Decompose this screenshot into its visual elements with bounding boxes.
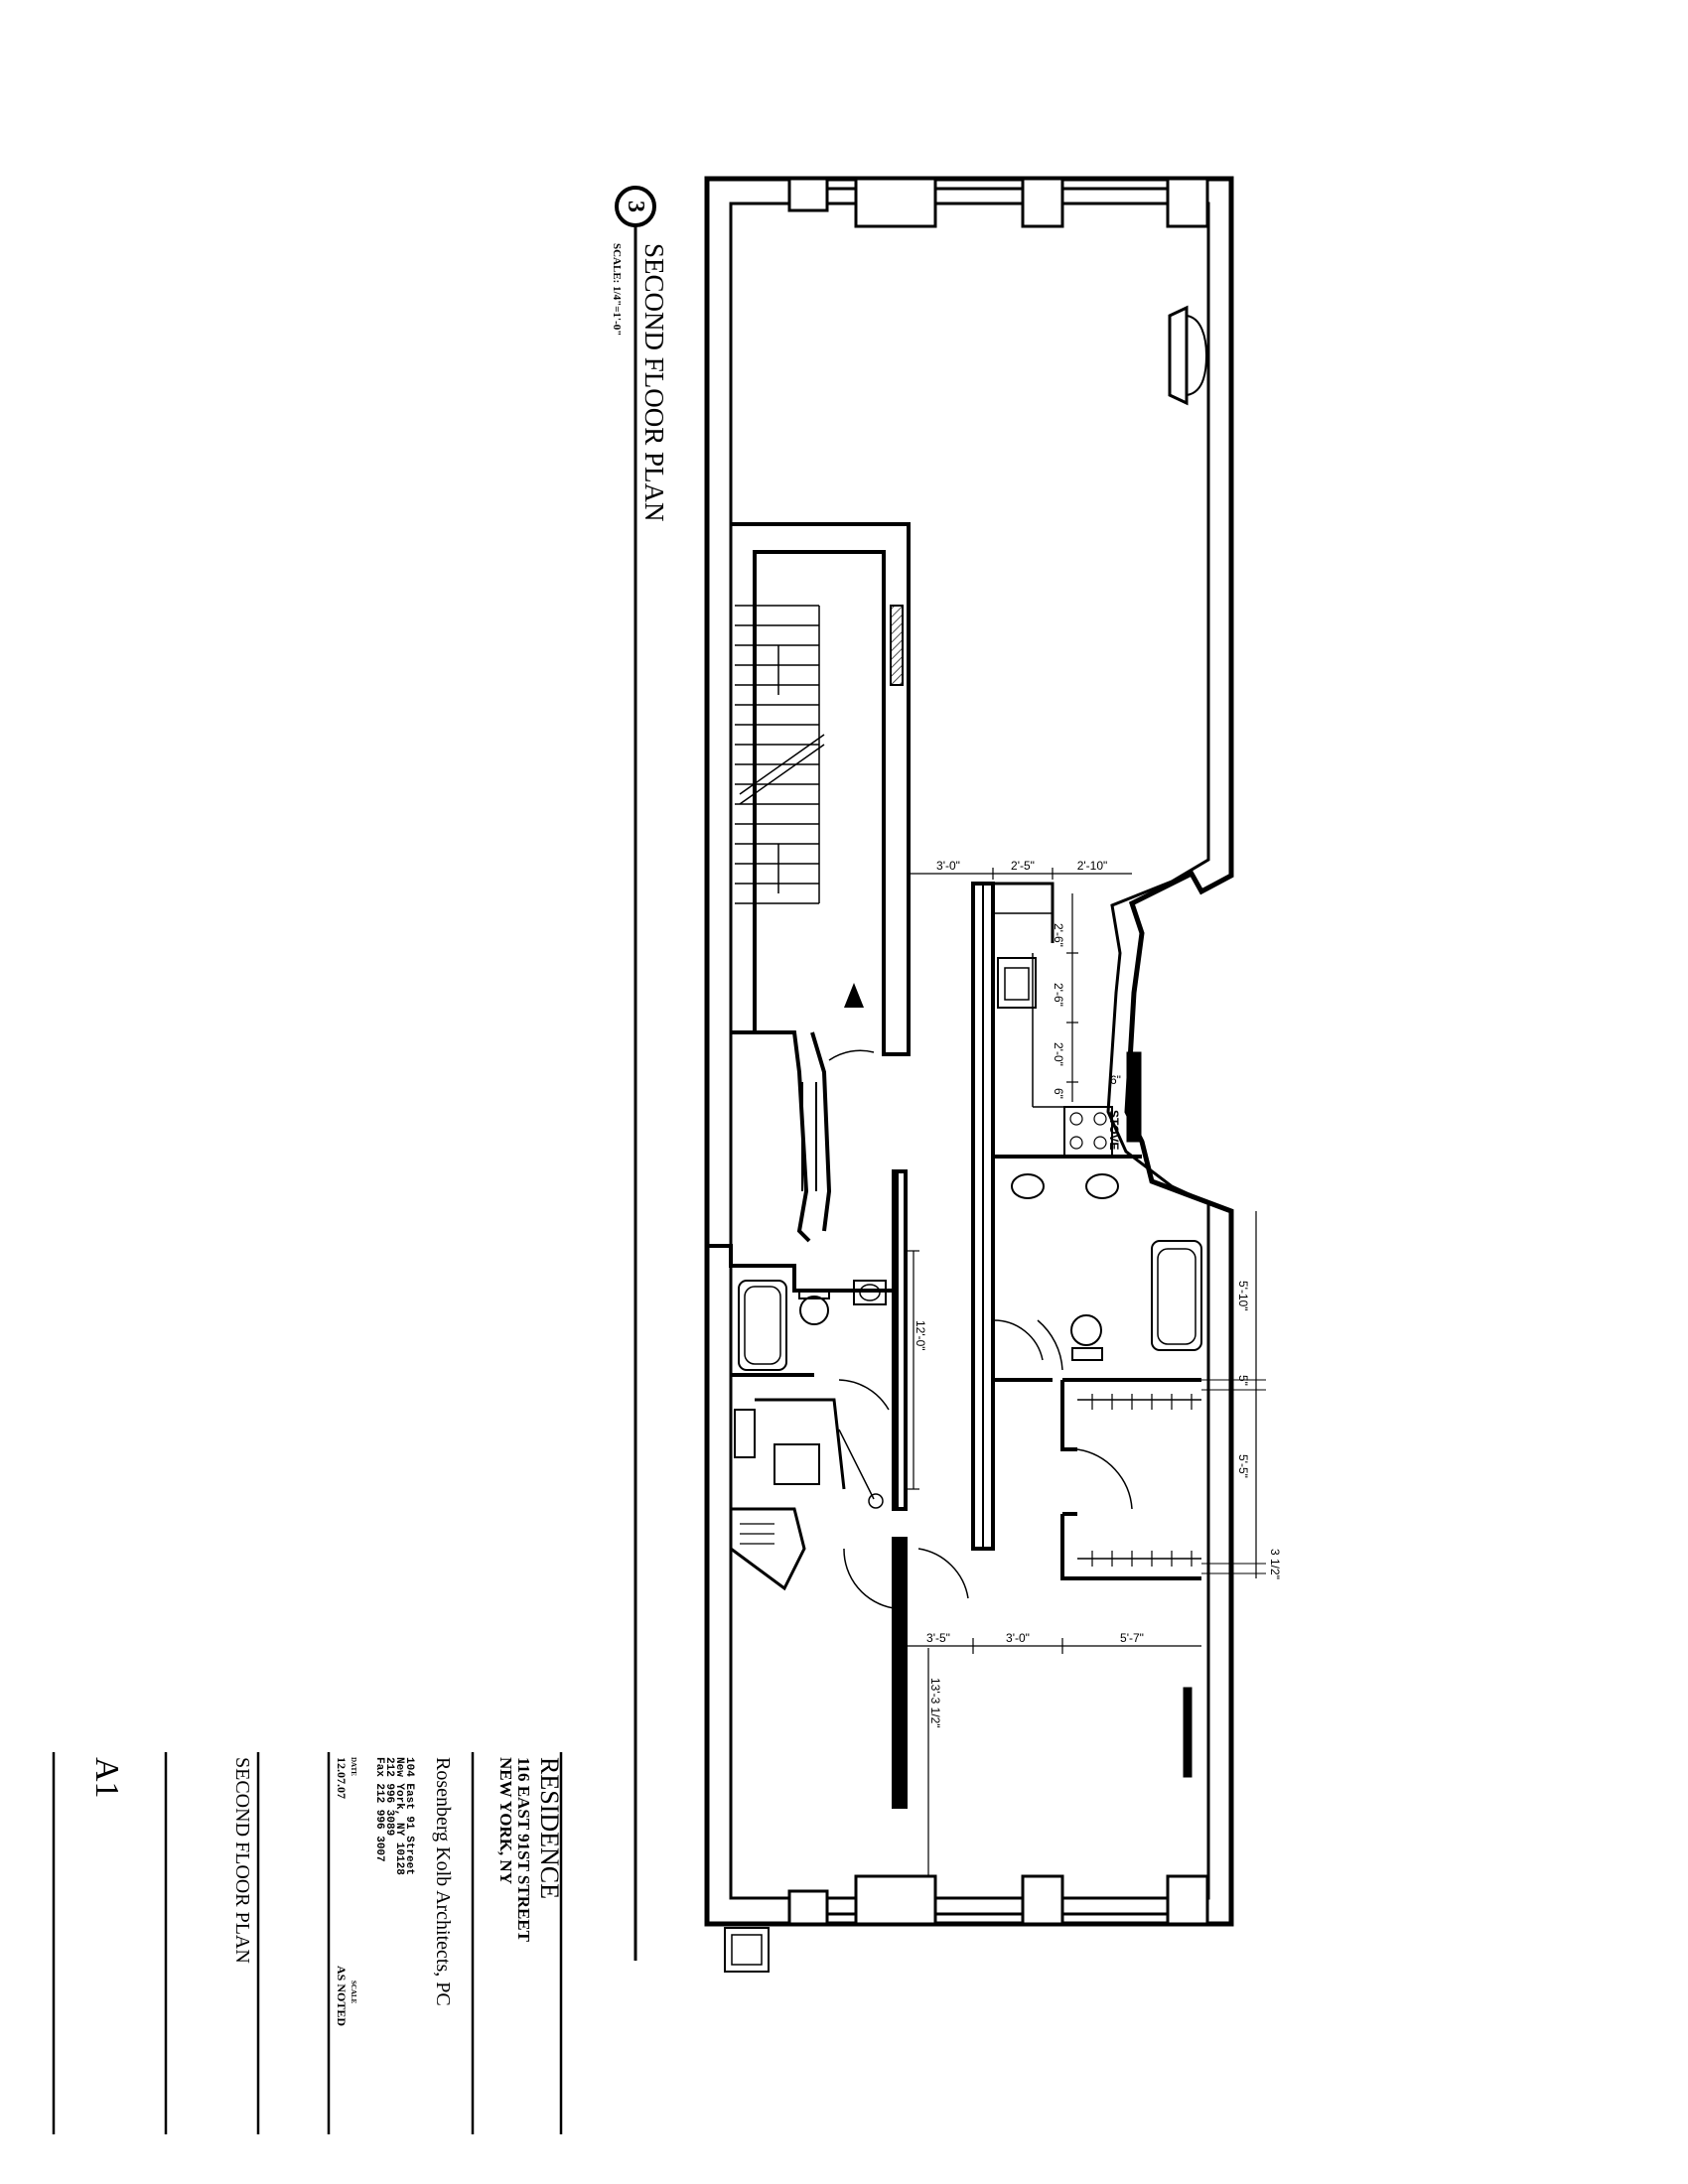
project-name: RESIDENCE [535,1757,564,1899]
front-windows [787,177,1209,228]
hatched-wall [890,605,904,686]
drawing-title: 3 SECOND FLOOR PLAN SCALE: 1/4"=1'-0" [611,186,669,1961]
closets [1060,1378,1201,1580]
sheet-title: SECOND FLOOR PLAN [231,1757,253,1964]
dim-bottom-2: 3'-0" [1006,1631,1030,1645]
toilet-1 [799,1296,829,1325]
sheet-number: A1 [88,1757,125,1799]
stair-treads [735,605,825,904]
address-line-2: NEW YORK, NY [496,1757,515,1884]
drawing-title-text: SECOND FLOOR PLAN [639,243,669,522]
firm-name: Rosenberg Kolb Architects, PC [432,1757,454,2006]
address-line-1: 116 EAST 91ST STREET [514,1757,533,1943]
rear-windows [724,1874,1209,1973]
dim-kitchen-1: 2'-6" [1052,923,1065,947]
dim-right-4: 3 1/2" [1268,1549,1282,1579]
stove [1063,1106,1113,1158]
bathroom-1 [707,1244,896,1591]
firm-address-2: New York, NY 10128 [393,1757,405,1875]
dim-bottom-1: 3'-5" [926,1631,950,1645]
dim-right-2: 5" [1236,1375,1250,1386]
dim-kitchen-4: 6" [1052,1088,1065,1099]
dim-room-length: 13'-3 1/2" [928,1678,942,1728]
firm-fax: Fax 212 996 3007 [373,1757,385,1862]
toilet-2 [1070,1314,1102,1346]
stair-direction-arrow [844,983,864,1008]
exterior-wall-outer [704,176,1234,1927]
firm-address-1: 104 East 91 Street [403,1757,415,1875]
dim-hall-3: 2'-10" [1077,859,1108,873]
sink-2b [1085,1173,1119,1199]
radiator [1183,1687,1193,1778]
dim-kitchen-3: 2'-0" [1052,1042,1065,1066]
entry-area [731,1030,875,1243]
kitchen-sink [997,957,1037,1009]
sink-2a [1011,1173,1045,1199]
dim-hall-1: 3'-0" [936,859,960,873]
floor-plan [704,176,1234,1973]
dim-kitchen-2: 2'-6" [1052,983,1065,1007]
scale-value: AS NOTED [335,1966,349,2026]
firm-phone: 212 996 3089 [383,1757,395,1836]
dimensions [906,868,1266,1876]
stair-enclosure [731,522,911,1056]
dim-corridor: 12'-0" [914,1320,927,1351]
dim-right-3: 5'-5" [1236,1454,1250,1478]
bathtub-2 [1151,1240,1202,1351]
scale-label: SCALE [350,1980,357,2004]
dim-stove-gap: 6" [1110,1073,1121,1087]
date-label: DATE [350,1757,357,1776]
stove-label: STOVE [1107,1110,1121,1150]
dim-bottom-3: 5'-7" [1120,1631,1144,1645]
detail-number: 3 [623,201,648,212]
exterior-wall-inner [729,202,1210,1900]
kitchen-window [1126,1051,1142,1143]
drawing-scale: SCALE: 1/4"=1'-0" [611,243,623,336]
sink-1 [853,1280,887,1305]
detail-number-circle [615,186,656,227]
bathtub-1 [738,1280,787,1371]
bathroom-2 [991,1157,1202,1382]
rear-vent [724,1927,770,1973]
corridor [843,882,1044,1809]
date-value: 12.07.07 [335,1757,349,1799]
dimension-labels: 3'-0" 2'-5" 2'-10" 2'-6" 2'-6" 2'-0" 6" … [914,859,1282,1728]
closet-1 [755,1398,846,1490]
dim-hall-2: 2'-5" [1011,859,1035,873]
fireplace [1168,305,1189,406]
title-block: RESIDENCE 116 EAST 91ST STREET NEW YORK,… [52,1752,564,2134]
dim-right-1: 5'-10" [1236,1281,1250,1311]
